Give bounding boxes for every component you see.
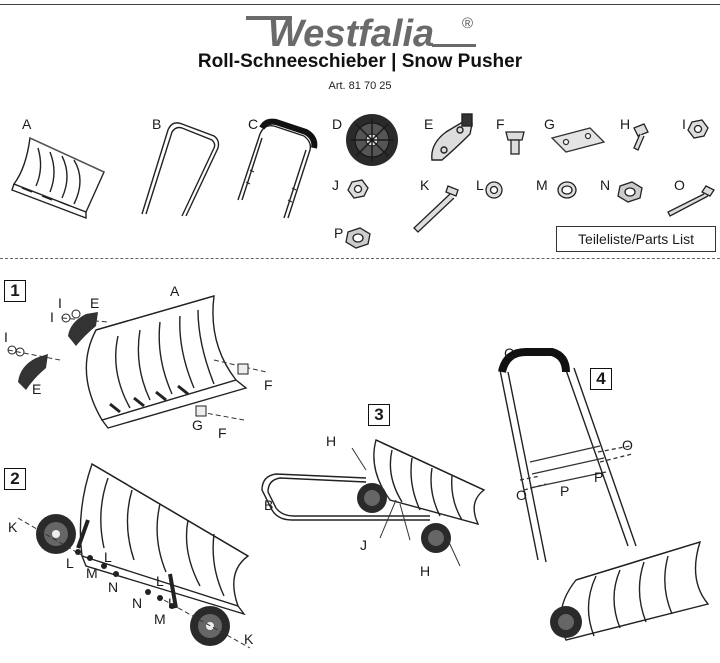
- part-label-o: O: [674, 177, 685, 193]
- step-3-label-b: B: [264, 497, 274, 513]
- part-label-a: A: [22, 116, 32, 132]
- step-2-label-l: L: [156, 573, 164, 589]
- part-label-p: P: [334, 225, 344, 241]
- step-3-wheels: [351, 447, 461, 567]
- step-3-label-h: H: [420, 563, 431, 579]
- part-label-i: I: [682, 116, 686, 132]
- step-3-blade: [373, 439, 486, 526]
- part-label-k: K: [420, 177, 430, 193]
- logo-brand-text: Westfalia: [268, 13, 434, 55]
- step-1-label-e: E: [90, 295, 100, 311]
- step-4-number: 4: [590, 368, 612, 390]
- step-2-label-m: M: [86, 565, 98, 581]
- blade-a-drawing: [11, 136, 105, 220]
- step-4-blade: [560, 540, 710, 641]
- step-2-label-l: L: [168, 595, 176, 611]
- step-1-brackets: [7, 309, 267, 421]
- step-2-label-k: K: [8, 519, 18, 535]
- part-label-j: J: [332, 177, 339, 193]
- step-4-label-c: C: [504, 345, 515, 361]
- step-4-grip: [498, 348, 570, 373]
- parts-list-label: Teileliste/Parts List: [556, 226, 716, 252]
- page-title: Roll-Schneeschieber | Snow Pusher: [197, 51, 523, 72]
- step-1-label-g: G: [192, 417, 203, 433]
- part-label-l: L: [476, 177, 484, 193]
- frame-b-drawing: [141, 122, 220, 217]
- step-1-label-f: F: [218, 425, 227, 441]
- step-2-wheels: [17, 514, 251, 649]
- step-2-label-l: L: [66, 555, 74, 571]
- plate-g-drawing: [550, 127, 606, 153]
- step-3-frame: [261, 473, 430, 521]
- bolt-o-drawing: [667, 185, 715, 217]
- part-label-e: E: [424, 116, 434, 132]
- part-label-c: C: [248, 116, 259, 132]
- step-4-wheel: [550, 606, 582, 638]
- step-4-label-p: P: [560, 483, 570, 499]
- step-2-label-k: K: [244, 631, 254, 647]
- bolt-f-drawing: [505, 131, 525, 155]
- bracket-e-drawing: [431, 113, 473, 161]
- top-rule: [0, 4, 720, 5]
- article-number: Art. 81 70 25: [328, 80, 392, 92]
- step-1-label-i: I: [58, 295, 62, 311]
- nut-p-drawing: [345, 227, 371, 249]
- part-label-b: B: [152, 116, 162, 132]
- step-1-label-i: I: [4, 329, 8, 345]
- step-4-label-p: P: [594, 469, 604, 485]
- nut-i-drawing: [687, 119, 709, 139]
- part-label-n: N: [600, 177, 611, 193]
- step-3-number: 3: [368, 404, 390, 426]
- westfalia-logo: Westfalia ®: [246, 13, 476, 55]
- step-2-label-l: L: [104, 549, 112, 565]
- bolt-h-drawing: [633, 123, 649, 151]
- axle-k-drawing: [413, 185, 459, 233]
- wheel-d-drawing: [346, 114, 398, 166]
- step-4-crossbar: [519, 445, 633, 491]
- part-label-h: H: [620, 116, 631, 132]
- section-divider: [0, 258, 720, 259]
- washer-l-drawing: [485, 181, 503, 199]
- step-1-blade: [85, 295, 248, 429]
- step-2-label-m: M: [154, 611, 166, 627]
- step-4-handle: [499, 349, 637, 563]
- nut-j-drawing: [347, 179, 369, 199]
- nut-n-drawing: [617, 181, 643, 203]
- handle-c-drawing: [237, 118, 318, 219]
- step-1-number: 1: [4, 280, 26, 302]
- washer-m-drawing: [557, 181, 577, 199]
- part-label-m: M: [536, 177, 548, 193]
- step-3-label-j: J: [360, 537, 367, 553]
- logo-registered-mark: ®: [462, 15, 473, 32]
- step-1-label-f: F: [264, 377, 273, 393]
- step-1-label-i: I: [50, 309, 54, 325]
- part-label-f: F: [496, 116, 505, 132]
- step-2-number: 2: [4, 468, 26, 490]
- step-4-label-o: O: [622, 437, 633, 453]
- step-3-label-h: H: [326, 433, 337, 449]
- part-label-d: D: [332, 116, 343, 132]
- step-1-label-e: E: [32, 381, 42, 397]
- part-label-g: G: [544, 116, 555, 132]
- step-2-label-n: N: [132, 595, 143, 611]
- step-4-label-o: O: [516, 487, 527, 503]
- parts-illustrations: [11, 113, 715, 249]
- step-2-blade: [76, 462, 250, 616]
- step-1-label-a: A: [170, 283, 180, 299]
- step-2-label-n: N: [108, 579, 119, 595]
